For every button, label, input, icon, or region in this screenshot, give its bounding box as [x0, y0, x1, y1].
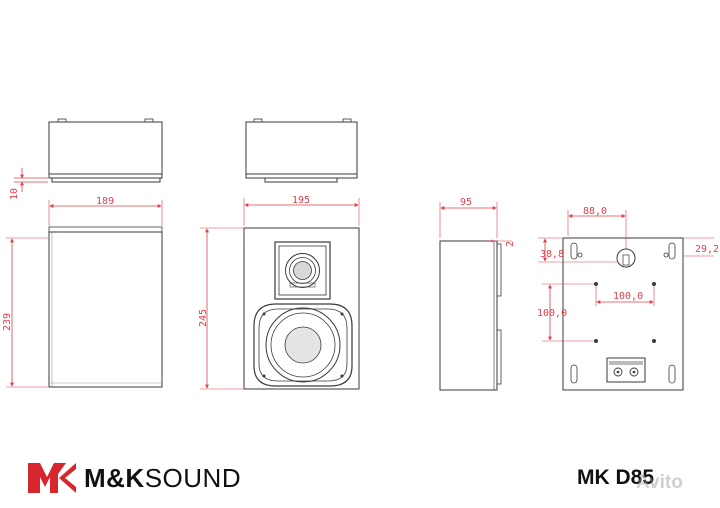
mount-width-dimension: 100,0 [595, 286, 655, 306]
profile-offset-dimension: 2 [489, 239, 516, 247]
brand-name: M&KSOUND [84, 460, 241, 496]
front-width-dimension: 195 [243, 195, 360, 226]
woofer [253, 303, 353, 387]
front-height-dimension: 245 [198, 227, 243, 390]
foot-dimension: 10 [9, 168, 48, 200]
right-offset-label: 29,2 [695, 244, 719, 255]
mk-logo-icon [28, 463, 76, 493]
terminal-plate [606, 357, 646, 383]
mount-height-dimension: 100,0 [537, 283, 594, 342]
brand-logo: M&KSOUND [28, 460, 241, 496]
profile-depth-label: 95 [460, 197, 472, 208]
mount-height-label: 100,0 [537, 308, 567, 319]
top-offset-dimension: 38,8 [538, 237, 617, 263]
front-view [243, 227, 360, 390]
brand-bold: M&K [84, 463, 145, 493]
profile-offset-label: 2 [505, 241, 516, 247]
tweeter [274, 241, 331, 300]
side-top-view [48, 118, 163, 183]
model-name: MK D85 [577, 466, 655, 489]
profile-view [439, 240, 502, 391]
watermark: Avito [636, 472, 683, 493]
hole-spacing-label: 88,0 [583, 206, 607, 217]
front-top-view [245, 118, 358, 183]
brand-regular: SOUND [144, 463, 242, 493]
side-width-label: 189 [96, 196, 114, 207]
front-height-label: 245 [198, 309, 209, 327]
side-height-label: 239 [2, 313, 13, 331]
side-height-dimension: 239 [2, 237, 48, 388]
profile-depth-dimension: 95 [439, 197, 498, 238]
mount-width-label: 100,0 [613, 291, 643, 302]
foot-label: 10 [9, 188, 20, 200]
side-view [48, 226, 163, 388]
hole-spacing-dimension: 88,0 [567, 206, 627, 249]
side-width-dimension: 189 [48, 196, 163, 226]
top-offset-label: 38,8 [540, 249, 564, 260]
front-width-label: 195 [292, 195, 310, 206]
right-offset-dimension: 29,2 [684, 237, 719, 257]
back-view [562, 237, 684, 391]
